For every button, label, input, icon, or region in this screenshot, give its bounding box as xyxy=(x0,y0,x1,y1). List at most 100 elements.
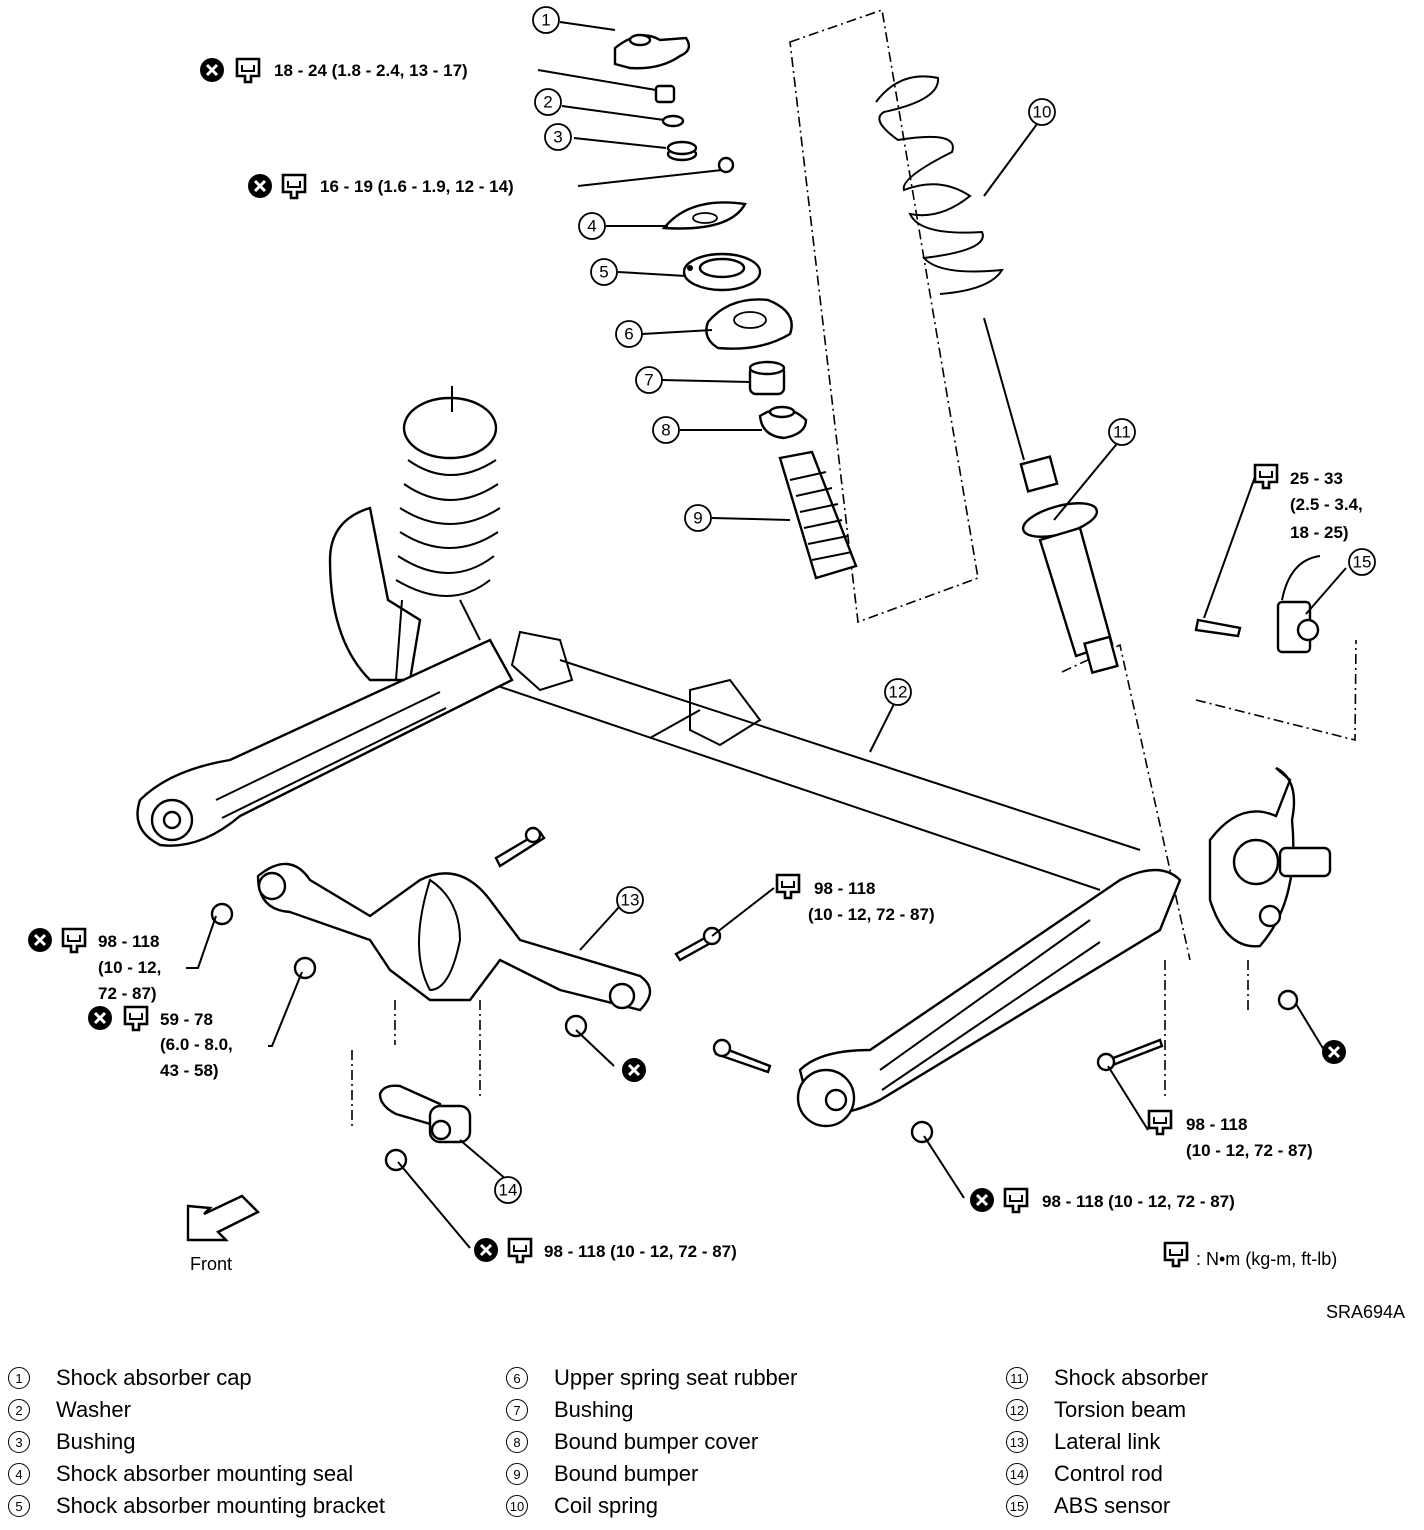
spring-group-outline xyxy=(789,8,979,624)
washer xyxy=(661,114,685,128)
strut-assembly xyxy=(328,386,501,682)
callout-5: 5 xyxy=(590,258,618,286)
front-indicator: Front xyxy=(186,1194,261,1274)
svg-text:8: 8 xyxy=(661,421,670,440)
torque-wrench-icon xyxy=(507,1237,533,1264)
nut xyxy=(654,84,676,104)
lateral-link xyxy=(256,862,652,1012)
shock-absorber xyxy=(983,317,1119,675)
shock-absorber-mounting-seal xyxy=(661,201,747,230)
replace-part-icon xyxy=(472,1236,500,1264)
svg-text:6: 6 xyxy=(624,325,633,344)
callouts: 1 2 3 4 5 6 7 8 9 10 11 12 13 14 15 xyxy=(494,6,1376,1204)
svg-text:(6.0 - 8.0,: (6.0 - 8.0, xyxy=(160,1035,233,1054)
svg-text:98 - 118 (10 - 12, 72 - 87): 98 - 118 (10 - 12, 72 - 87) xyxy=(1042,1192,1235,1211)
shock-group-outline xyxy=(1061,643,1191,961)
svg-text:(10 - 12, 72 - 87): (10 - 12, 72 - 87) xyxy=(1186,1141,1313,1160)
svg-text:4: 4 xyxy=(587,217,596,236)
svg-text:98 - 118: 98 - 118 xyxy=(1186,1115,1247,1134)
svg-text:2: 2 xyxy=(543,93,552,112)
callout-6: 6 xyxy=(615,320,643,348)
svg-text:59 - 78: 59 - 78 xyxy=(160,1010,213,1029)
replace-part-icon xyxy=(198,56,226,84)
svg-text:(10 - 12,: (10 - 12, xyxy=(98,958,161,977)
torque-spec-7: 98 - 118 (10 - 12, 72 - 87) xyxy=(1147,1109,1313,1160)
svg-text:98 - 118: 98 - 118 xyxy=(814,879,875,898)
callout-12: 12 xyxy=(884,678,912,706)
abs-sensor xyxy=(1194,555,1321,654)
replace-part-icon xyxy=(26,926,54,954)
replace-part-icon xyxy=(246,172,274,200)
svg-text:16 - 19 (1.6 - 1.9, 12 - 14): 16 - 19 (1.6 - 1.9, 12 - 14) xyxy=(320,177,514,196)
svg-text:18 - 25): 18 - 25) xyxy=(1290,523,1349,542)
torque-wrench-icon xyxy=(1147,1109,1173,1136)
torsion-beam xyxy=(136,630,1182,1128)
callout-10: 10 xyxy=(1028,98,1056,126)
torque-wrench-icon xyxy=(775,873,801,900)
svg-text:11: 11 xyxy=(1113,423,1131,442)
callout-13: 13 xyxy=(616,886,644,914)
shock-absorber-cap xyxy=(613,33,691,70)
torque-spec-4: 98 - 118 (10 - 12, 72 - 87) xyxy=(775,873,935,924)
callout-8: 8 xyxy=(652,416,680,444)
replace-part-icon xyxy=(1320,1038,1348,1066)
svg-text:12: 12 xyxy=(889,683,908,702)
coil-spring xyxy=(875,75,1004,295)
torque-wrench-icon xyxy=(61,927,87,954)
svg-text:72 - 87): 72 - 87) xyxy=(98,984,157,1003)
callout-3: 3 xyxy=(544,123,572,151)
control-rod xyxy=(378,1084,472,1144)
svg-text:13: 13 xyxy=(621,891,640,910)
callout-4: 4 xyxy=(578,212,606,240)
svg-text:9: 9 xyxy=(693,509,702,528)
torque-wrench-icon xyxy=(1003,1187,1029,1214)
bound-bumper xyxy=(778,450,858,580)
replace-part-icon xyxy=(86,1004,114,1032)
nut xyxy=(717,156,735,174)
callout-1: 1 xyxy=(532,6,560,34)
replace-part-icon xyxy=(968,1186,996,1214)
abs-group-outline xyxy=(1195,639,1357,742)
svg-text:1: 1 xyxy=(541,11,550,30)
svg-text:25 - 33: 25 - 33 xyxy=(1290,469,1343,488)
svg-text:7: 7 xyxy=(644,371,653,390)
svg-text:43 - 58): 43 - 58) xyxy=(160,1061,219,1080)
svg-text:15: 15 xyxy=(1353,553,1372,572)
svg-text:5: 5 xyxy=(599,263,608,282)
svg-text:(10 - 12, 72 - 87): (10 - 12, 72 - 87) xyxy=(808,905,935,924)
torque-wrench-icon xyxy=(1163,1241,1189,1268)
replace-part-icon xyxy=(620,1056,648,1084)
svg-text:14: 14 xyxy=(499,1181,518,1200)
svg-text:3: 3 xyxy=(553,128,562,147)
svg-text:(2.5 - 3.4,: (2.5 - 3.4, xyxy=(1290,495,1363,514)
front-arrow-icon xyxy=(186,1194,261,1242)
axle-hub xyxy=(1208,766,1332,948)
lateral-link-outline xyxy=(351,960,1249,1130)
units-note: : N•m (kg-m, ft-lb) xyxy=(1163,1241,1337,1269)
svg-text:Front: Front xyxy=(190,1254,232,1274)
bound-bumper-cover xyxy=(758,405,808,440)
torque-wrench-icon xyxy=(235,57,261,84)
rear-suspension-exploded-diagram: 1 2 3 4 5 6 7 8 9 10 11 12 13 14 15 18 -… xyxy=(26,6,1405,1322)
torque-wrench-icon xyxy=(1253,463,1279,490)
torque-spec-6: 59 - 78 (6.0 - 8.0, 43 - 58) xyxy=(86,1004,233,1080)
svg-text:98 - 118 (10 - 12, 72 - 87): 98 - 118 (10 - 12, 72 - 87) xyxy=(544,1242,737,1261)
shock-absorber-mounting-bracket xyxy=(682,252,762,292)
svg-text:: N•m (kg-m, ft-lb): : N•m (kg-m, ft-lb) xyxy=(1196,1249,1337,1269)
callout-15: 15 xyxy=(1348,548,1376,576)
torque-wrench-icon xyxy=(281,173,307,200)
